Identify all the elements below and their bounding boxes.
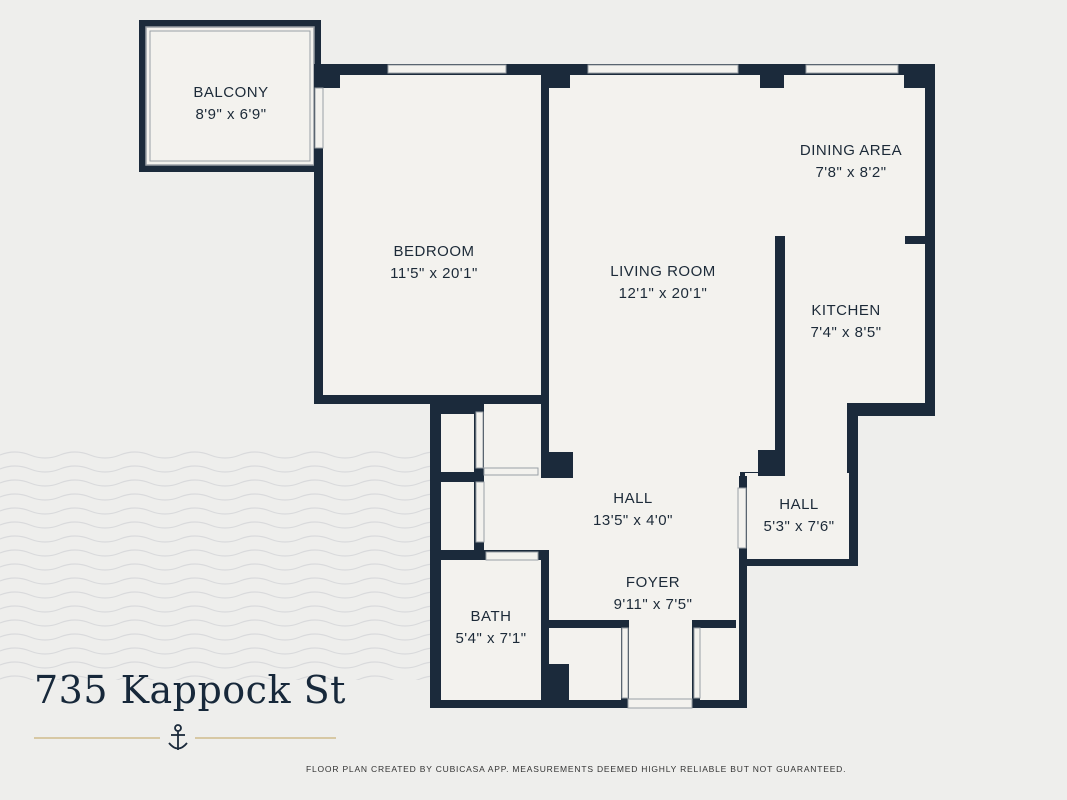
property-address: 735 Kappock St [34,668,346,712]
room-name: KITCHEN [811,302,881,319]
room-dimensions: 5'3" x 7'6" [763,518,835,535]
room-name: BALCONY [193,84,269,101]
room-dimensions: 7'8" x 8'2" [815,164,887,181]
room-dimensions: 13'5" x 4'0" [593,512,673,529]
room-name: HALL [779,496,819,513]
room-dimensions: 11'5" x 20'1" [390,265,478,282]
room-label-balcony: BALCONY 8'9" x 6'9" [193,82,268,126]
room-label-foyer: FOYER 9'11" x 7'5" [614,572,693,616]
room-label-hall-side: HALL 5'3" x 7'6" [763,494,834,538]
wave-pattern [0,450,430,680]
room-dimensions: 9'11" x 7'5" [613,596,693,613]
room-name: HALL [613,490,653,507]
room-label-bedroom: BEDROOM 11'5" x 20'1" [390,241,478,285]
room-dimensions: 8'9" x 6'9" [195,106,267,123]
room-label-kitchen: KITCHEN 7'4" x 8'5" [810,300,881,344]
room-dimensions: 12'1" x 20'1" [618,285,708,302]
room-label-hall-main: HALL 13'5" x 4'0" [593,488,673,532]
room-name: LIVING ROOM [610,263,716,280]
room-name: BEDROOM [393,243,475,260]
balcony-area [139,20,321,172]
room-label-living-room: LIVING ROOM 12'1" x 20'1" [610,261,716,305]
room-name: FOYER [625,574,681,591]
room-label-bath: BATH 5'4" x 7'1" [455,606,526,650]
room-label-dining-area: DINING AREA 7'8" x 8'2" [800,140,902,184]
anchor-icon [168,724,188,750]
room-dimensions: 5'4" x 7'1" [455,630,527,647]
room-dimensions: 7'4" x 8'5" [810,324,882,341]
room-name: DINING AREA [799,142,903,159]
room-name: BATH [470,608,512,625]
disclaimer-note: FLOOR PLAN CREATED BY CUBICASA APP. MEAS… [306,764,847,774]
doors [314,87,747,709]
windows [387,64,899,74]
